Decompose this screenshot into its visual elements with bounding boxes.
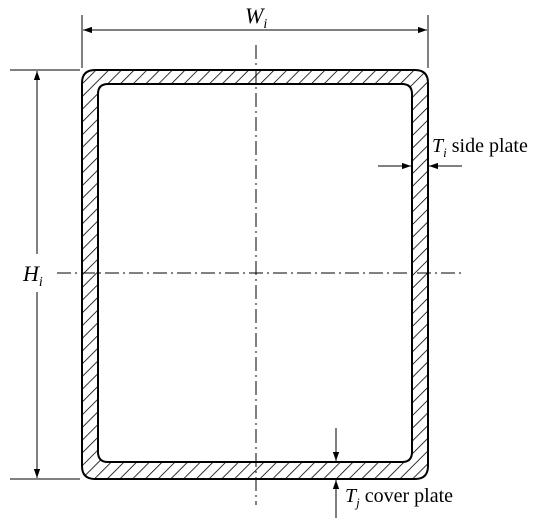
tube-wall: [81, 69, 429, 480]
height-label: Hi: [22, 261, 43, 290]
height-label-background: [22, 254, 52, 292]
width-label: Wi: [245, 3, 267, 32]
side-plate-label: Ti side plate: [432, 135, 528, 160]
cover-plate-label: Tj cover plate: [345, 485, 453, 510]
